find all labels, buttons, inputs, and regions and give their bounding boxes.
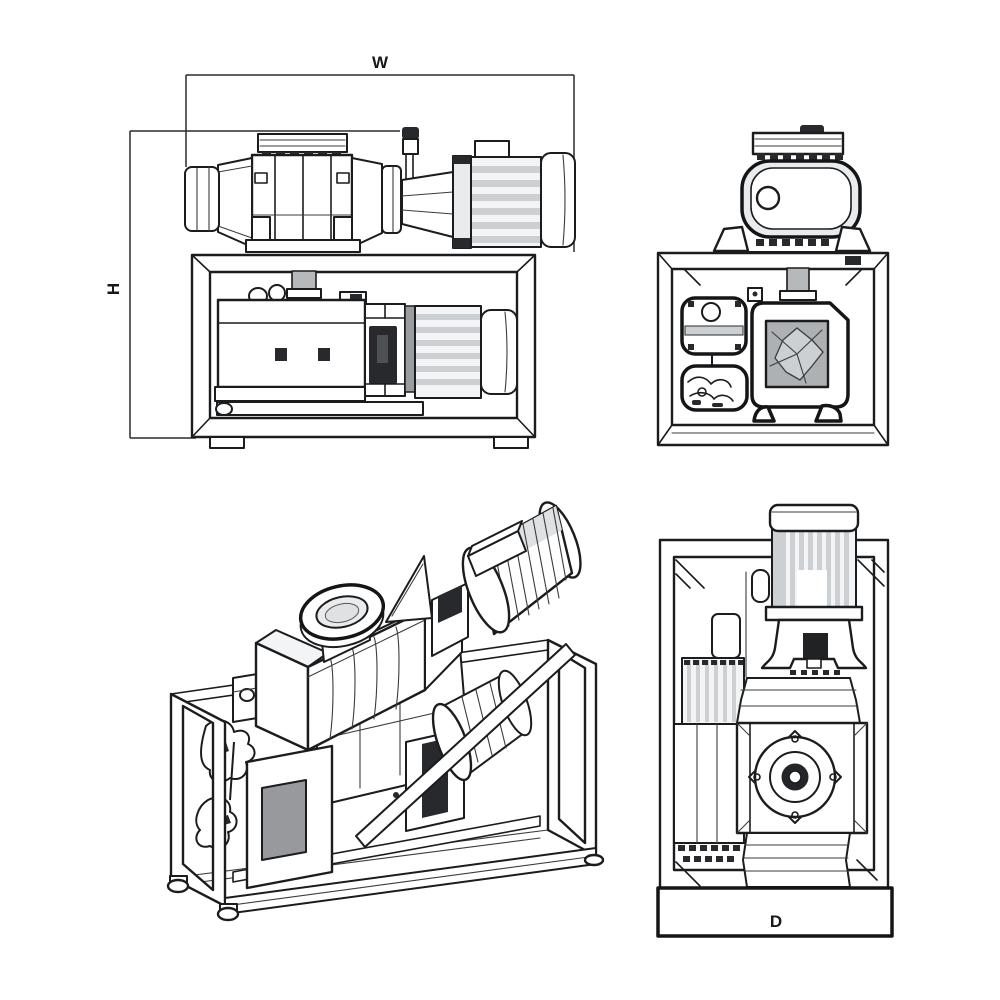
roots-blower-rear [735, 677, 869, 897]
frame-feet [166, 853, 605, 922]
drain-port [239, 688, 255, 702]
drive-motor-front [452, 140, 576, 249]
capacitor [751, 569, 770, 603]
base-frame-front [190, 253, 537, 449]
roots-blower-iso [254, 501, 582, 752]
roots-blower-front [184, 127, 454, 253]
oil-fill-port [701, 302, 721, 322]
drive-motor-rear [745, 503, 860, 678]
inlet-flange [298, 583, 386, 663]
motor-endcap [768, 503, 860, 533]
side-elevation-view [656, 125, 890, 447]
frame-left-face [169, 692, 227, 908]
pump-foot [752, 405, 776, 423]
vane-pump-front [214, 270, 518, 416]
dimension-height: H [104, 130, 400, 439]
rear-elevation-view: D [656, 503, 894, 938]
bolt-row [790, 670, 840, 675]
blower-top-plate [257, 133, 348, 153]
blower-left-endcap [184, 166, 220, 232]
bolt-row [678, 845, 740, 862]
oil-fill-cap [268, 284, 286, 302]
blower-right-endcap [381, 165, 402, 234]
sight-glass [318, 348, 330, 361]
pump-foot [814, 403, 843, 423]
frame-top-rail [355, 643, 576, 848]
pump-motor-endcap [480, 309, 518, 395]
bracket-plate [385, 555, 433, 623]
sight-glass [275, 348, 287, 361]
depth-dimension-label: D [770, 912, 782, 931]
motor-endcap [540, 152, 576, 248]
mount-bracket [834, 225, 872, 253]
dimension-depth: D [656, 886, 894, 938]
vane-pump-side [680, 267, 850, 423]
silencer-cap [711, 613, 741, 659]
silencer-stack [673, 613, 745, 862]
bolt-row [757, 153, 843, 160]
frame-foot [209, 436, 245, 449]
frame-foot [493, 436, 529, 449]
pump-body [216, 298, 367, 389]
blower-top-plate [751, 131, 845, 156]
connecting-pipe [786, 267, 810, 293]
bolt-row [684, 660, 743, 665]
roots-blower-side [712, 125, 872, 253]
pump-base-rail [216, 401, 424, 416]
motor-flange [452, 155, 472, 249]
gas-ballast-valve [402, 127, 419, 195]
base-frame-iso [166, 638, 605, 922]
inspection-window [803, 633, 828, 658]
shaft-coupling [401, 171, 454, 238]
side-panel [673, 723, 745, 844]
mount-bracket [712, 225, 750, 253]
blower-foot [251, 216, 271, 242]
pump-motor-flange [404, 305, 416, 393]
pump-base-rail [214, 386, 366, 402]
front-elevation-view [184, 127, 576, 449]
exhaust-window [261, 779, 307, 861]
blower-port [755, 185, 781, 211]
bolt-row [756, 239, 829, 246]
blower-foot [333, 216, 353, 242]
base-plinth [656, 886, 894, 938]
height-dimension-label: H [104, 283, 123, 295]
frame-latch [845, 256, 861, 265]
drive-motor-iso [461, 501, 582, 636]
isometric-view [166, 501, 605, 922]
width-dimension-label: W [372, 53, 389, 72]
blower-base-plate [245, 239, 361, 253]
bell-housing [760, 605, 868, 675]
